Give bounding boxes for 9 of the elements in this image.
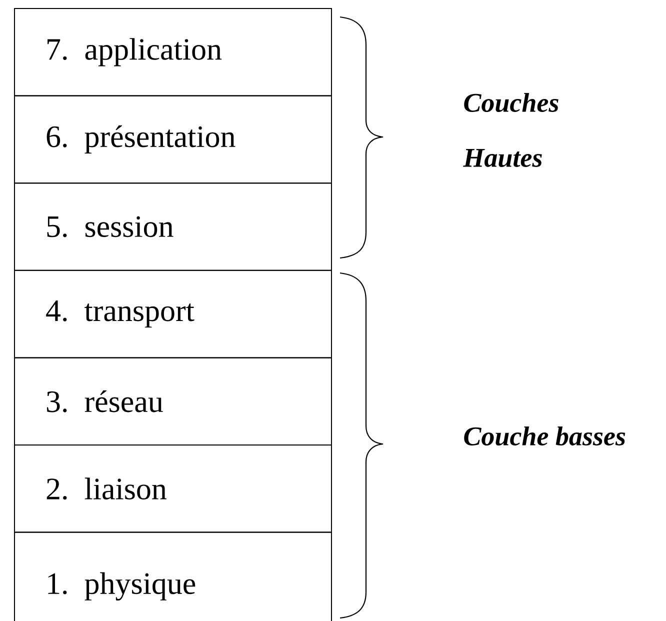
side-label: Couches Hautes: [463, 92, 558, 168]
layer-box: 5. session: [14, 182, 332, 271]
layer-box: 4. transport: [14, 270, 332, 358]
side-label: Couche basses: [464, 426, 626, 446]
layer-box: 6. présentation: [14, 95, 332, 184]
layer-box: 1. physique: [14, 532, 332, 621]
layer-box: 2. liaison: [14, 444, 332, 533]
layer-box: 7. application: [14, 8, 332, 96]
layer-box: 3. réseau: [14, 357, 332, 446]
